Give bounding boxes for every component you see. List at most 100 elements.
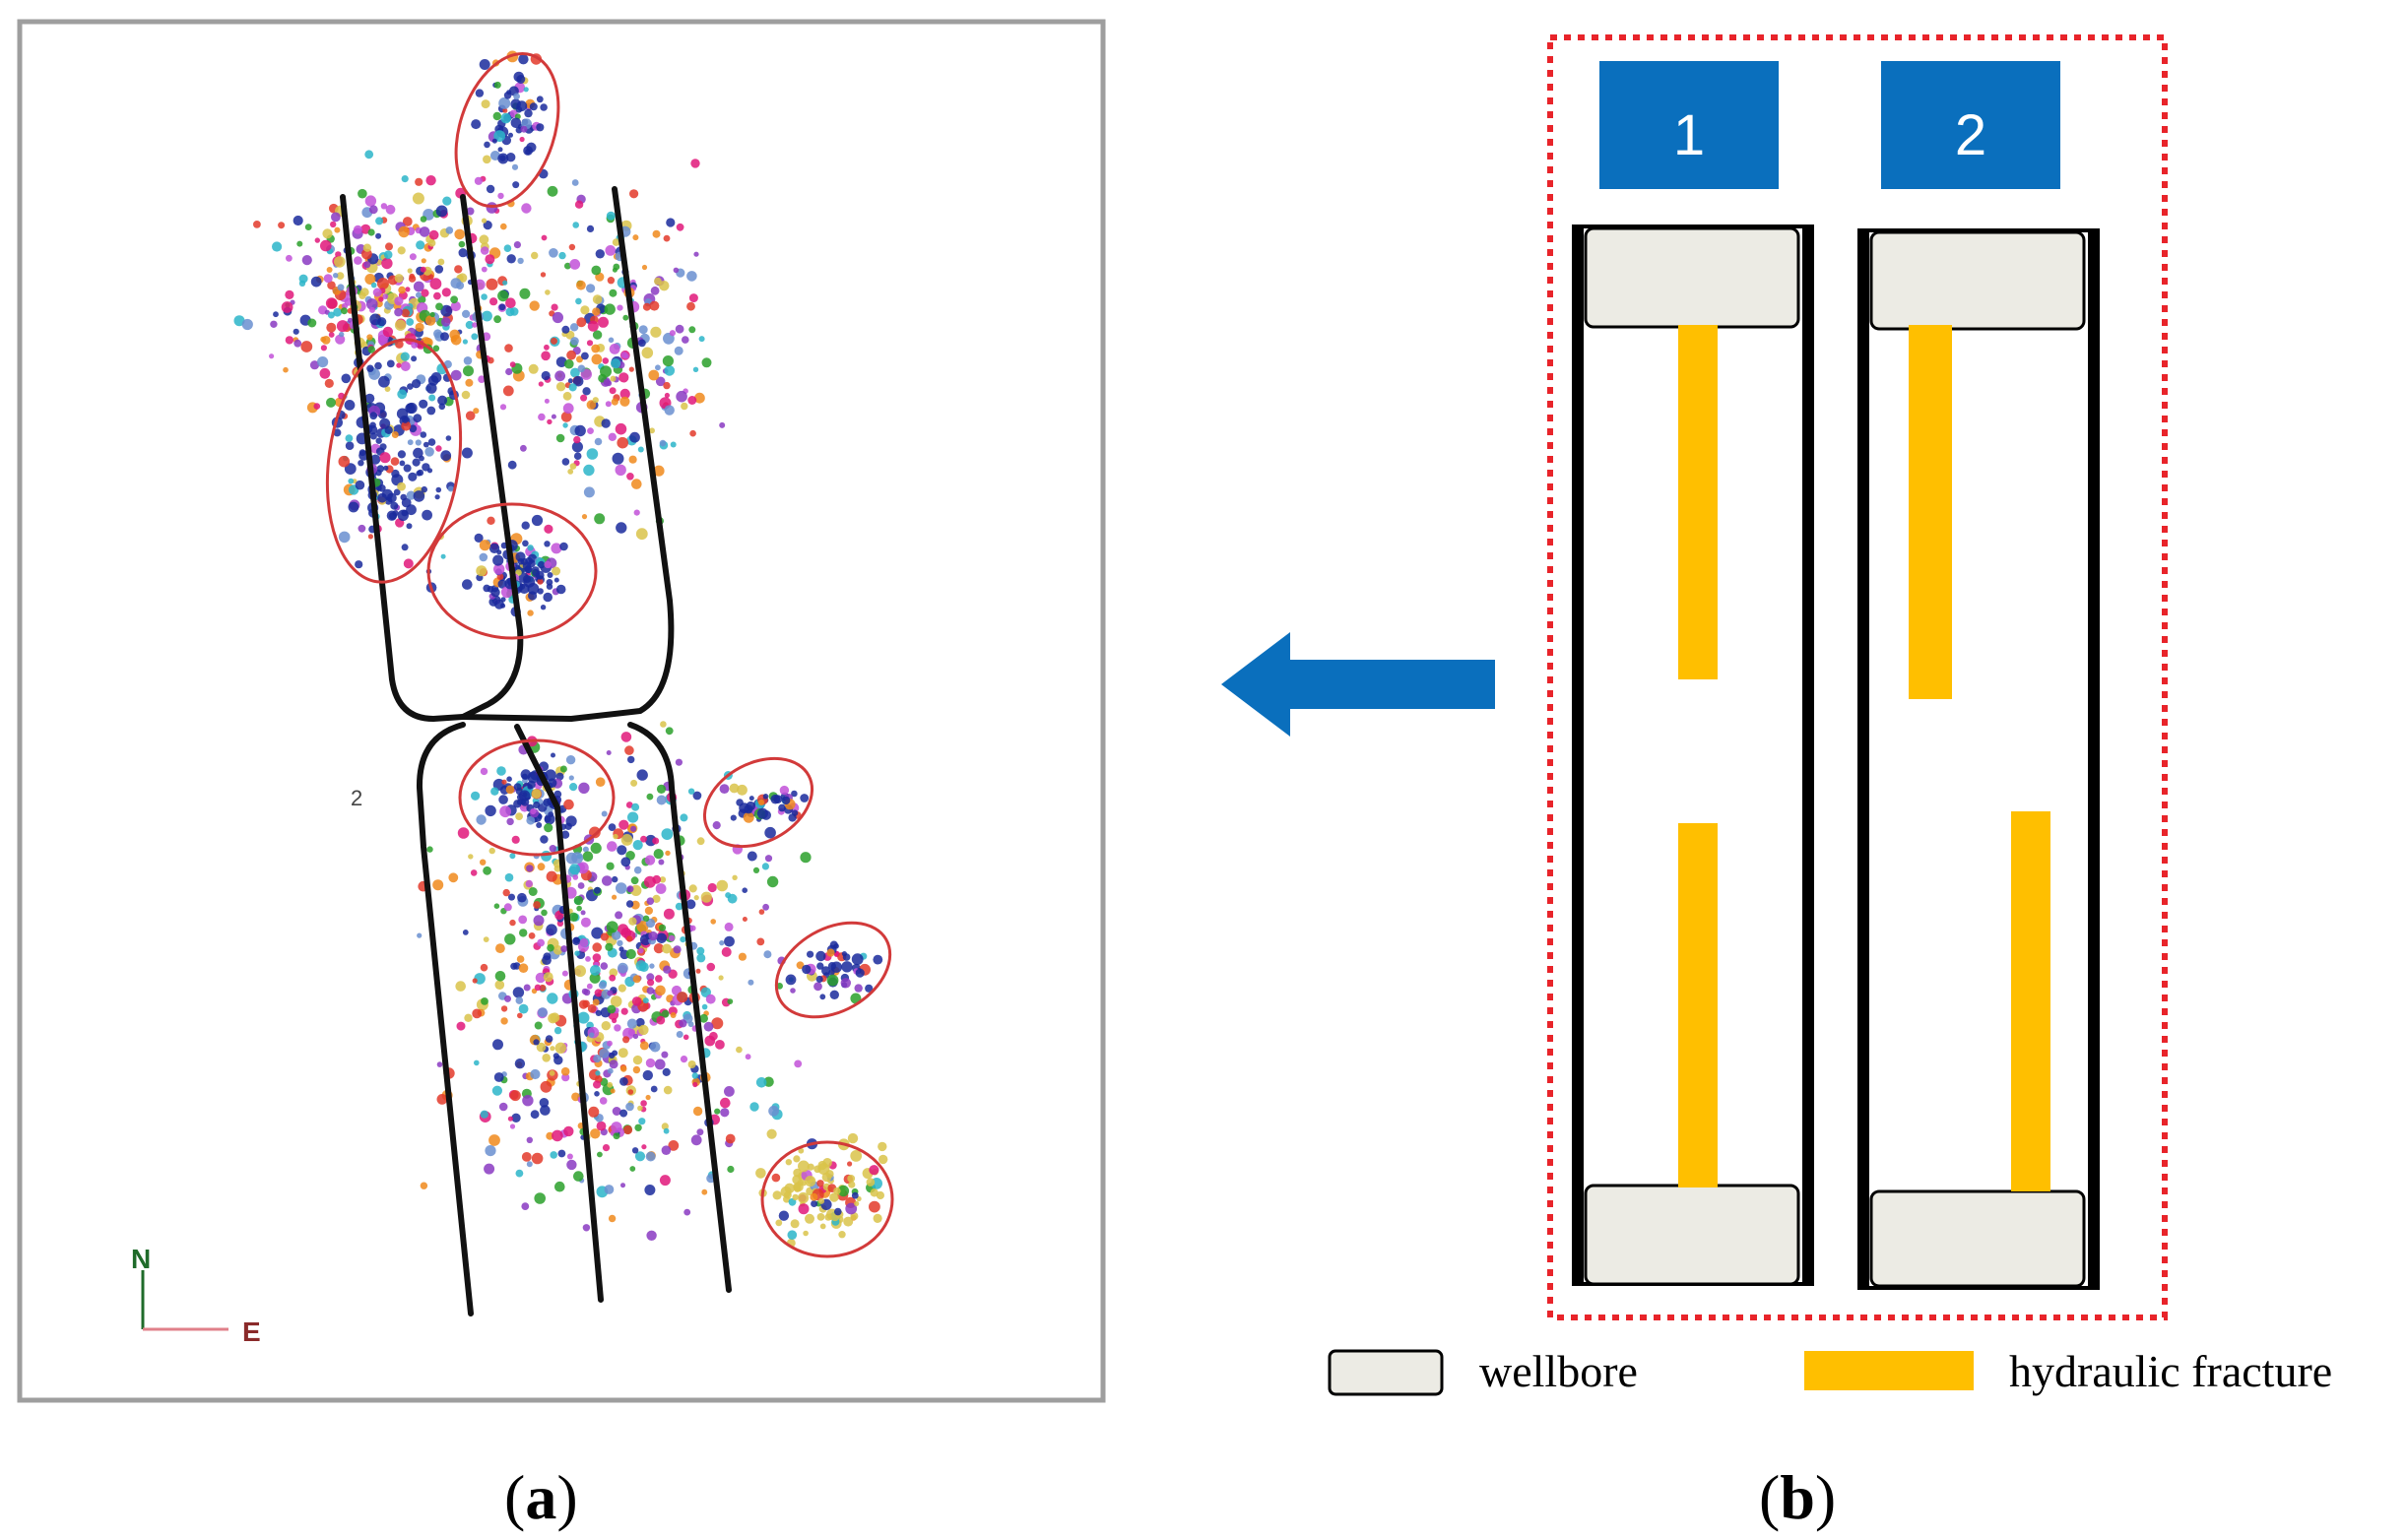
microseismic-event — [640, 835, 647, 843]
microseismic-event — [355, 560, 363, 569]
microseismic-event — [687, 1060, 696, 1068]
microseismic-event — [517, 892, 527, 903]
microseismic-event — [692, 1106, 703, 1117]
microseismic-event — [701, 1188, 708, 1195]
microseismic-event — [637, 1105, 643, 1112]
microseismic-event — [426, 406, 436, 416]
well-path-lower-middle — [514, 724, 604, 1303]
microseismic-event — [659, 281, 670, 291]
microseismic-event — [503, 92, 512, 99]
microseismic-event — [421, 485, 427, 493]
microseismic-event — [328, 332, 335, 338]
microseismic-event — [314, 237, 320, 243]
microseismic-event-cloud — [233, 50, 888, 1248]
microseismic-event — [568, 912, 579, 922]
microseismic-event — [494, 971, 506, 982]
microseismic-event — [509, 307, 519, 316]
microseismic-event — [640, 1100, 647, 1107]
microseismic-event — [285, 336, 294, 345]
microseismic-event — [433, 291, 441, 300]
microseismic-event — [641, 1144, 647, 1150]
microseismic-event — [333, 428, 342, 437]
microseismic-event — [683, 1208, 691, 1216]
microseismic-event — [652, 837, 660, 845]
microseismic-event — [642, 997, 649, 1004]
microseismic-event — [369, 306, 375, 313]
microseismic-event — [450, 300, 461, 312]
microseismic-event — [791, 790, 798, 798]
microseismic-event — [481, 266, 488, 273]
microseismic-event — [607, 990, 614, 996]
microseismic-event — [375, 232, 382, 239]
highlight-ellipse — [458, 738, 616, 857]
microseismic-event — [663, 234, 671, 242]
microseismic-event — [618, 962, 628, 974]
microseismic-event — [549, 247, 558, 258]
microseismic-event — [576, 355, 583, 363]
microseismic-event — [594, 1091, 600, 1097]
microseismic-event — [851, 1191, 859, 1199]
microseismic-event — [390, 457, 400, 466]
microseismic-event — [569, 783, 578, 792]
microseismic-event — [609, 974, 617, 982]
microseismic-event — [609, 1059, 618, 1069]
microseismic-event — [870, 1188, 878, 1197]
microseismic-event — [840, 978, 851, 989]
microseismic-event — [485, 254, 495, 265]
microseismic-event — [407, 268, 413, 274]
microseismic-event — [680, 936, 686, 943]
microseismic-event — [724, 1086, 735, 1097]
microseismic-event — [560, 1066, 570, 1076]
microseismic-event — [496, 549, 502, 555]
microseismic-event — [462, 339, 468, 345]
microseismic-event — [326, 322, 337, 333]
microseismic-event — [517, 257, 524, 265]
microseismic-event — [504, 872, 514, 882]
microseismic-event — [607, 1081, 614, 1088]
microseismic-event — [526, 865, 534, 872]
microseismic-event — [358, 188, 367, 199]
microseismic-event — [544, 344, 550, 351]
microseismic-event — [333, 273, 339, 279]
microseismic-event — [544, 560, 552, 569]
microseismic-event — [646, 1230, 657, 1242]
microseismic-event — [654, 1059, 666, 1070]
microseismic-event — [573, 435, 581, 444]
microseismic-event — [372, 288, 382, 297]
microseismic-event — [755, 1168, 766, 1179]
microseismic-event — [686, 301, 695, 311]
microseismic-event — [606, 380, 613, 387]
microseismic-event — [649, 427, 655, 434]
microseismic-event — [626, 1018, 638, 1029]
microseismic-event — [606, 862, 615, 870]
microseismic-event — [348, 478, 355, 484]
left-arrow-icon — [1221, 632, 1495, 737]
microseismic-event — [694, 392, 705, 404]
microseismic-event — [616, 882, 627, 894]
microseismic-event — [615, 911, 623, 920]
microseismic-event — [491, 138, 497, 144]
microseismic-event — [676, 1031, 683, 1038]
microseismic-event — [397, 389, 408, 400]
microseismic-event — [764, 855, 773, 863]
microseismic-event — [547, 993, 558, 1004]
microseismic-event — [561, 970, 568, 977]
microseismic-event — [607, 1004, 617, 1014]
microseismic-event — [541, 351, 551, 361]
microseismic-event — [582, 999, 590, 1008]
microseismic-event — [468, 854, 474, 860]
microseismic-event — [586, 448, 599, 460]
microseismic-event — [341, 307, 348, 315]
microseismic-event — [629, 431, 640, 443]
microseismic-event — [516, 955, 525, 963]
microseismic-event — [392, 510, 399, 517]
microseismic-event — [544, 815, 552, 823]
microseismic-event — [631, 996, 642, 1006]
microseismic-event — [570, 337, 579, 346]
microseismic-event — [658, 924, 667, 931]
microseismic-event — [606, 211, 616, 221]
microseismic-event — [554, 1181, 565, 1192]
microseismic-event — [609, 344, 620, 354]
microseismic-event — [583, 486, 595, 498]
microseismic-event — [394, 307, 403, 317]
